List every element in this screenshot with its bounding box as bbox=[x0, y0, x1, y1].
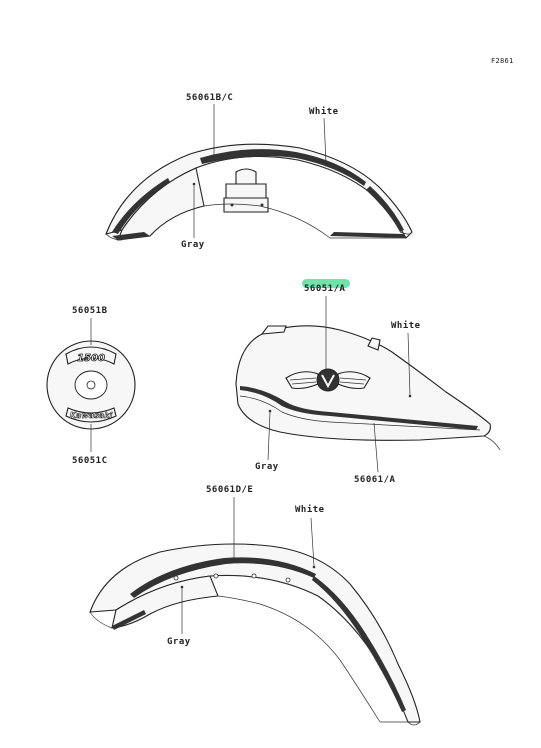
label-56061a: 56061/A bbox=[354, 475, 396, 485]
badge-top-logo: 1500 bbox=[77, 353, 105, 364]
label-front-white: White bbox=[309, 107, 339, 117]
figure-id: F2861 bbox=[491, 57, 514, 65]
label-rear-white: White bbox=[295, 505, 325, 515]
front-fender-illustration[interactable] bbox=[105, 143, 413, 241]
label-56051a: 56051/A bbox=[304, 284, 346, 294]
label-tank-white: White bbox=[391, 321, 421, 331]
badge-bottom-logo: Kawasaki bbox=[70, 411, 113, 420]
label-tank-gray: Gray bbox=[255, 462, 279, 472]
label-56051c: 56051C bbox=[72, 456, 108, 466]
badge-illustration[interactable]: 1500 Kawasaki bbox=[46, 340, 136, 430]
label-56061de: 56061D/E bbox=[206, 485, 254, 495]
part-highlight bbox=[302, 279, 350, 288]
rear-fender-illustration[interactable] bbox=[89, 543, 421, 726]
fuel-tank-illustration[interactable] bbox=[235, 325, 501, 451]
label-rear-gray: Gray bbox=[167, 637, 191, 647]
label-56061bc: 56061B/C bbox=[186, 93, 234, 103]
label-front-gray: Gray bbox=[181, 240, 205, 250]
label-56051b: 56051B bbox=[72, 306, 108, 316]
